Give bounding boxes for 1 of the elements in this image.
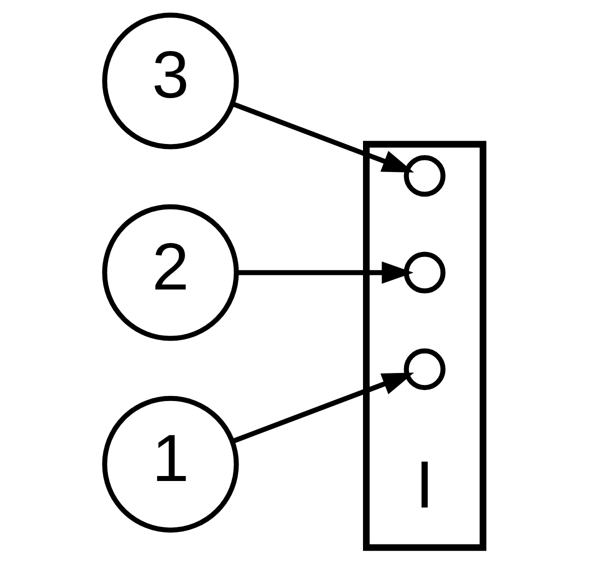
label: I: [414, 448, 434, 523]
